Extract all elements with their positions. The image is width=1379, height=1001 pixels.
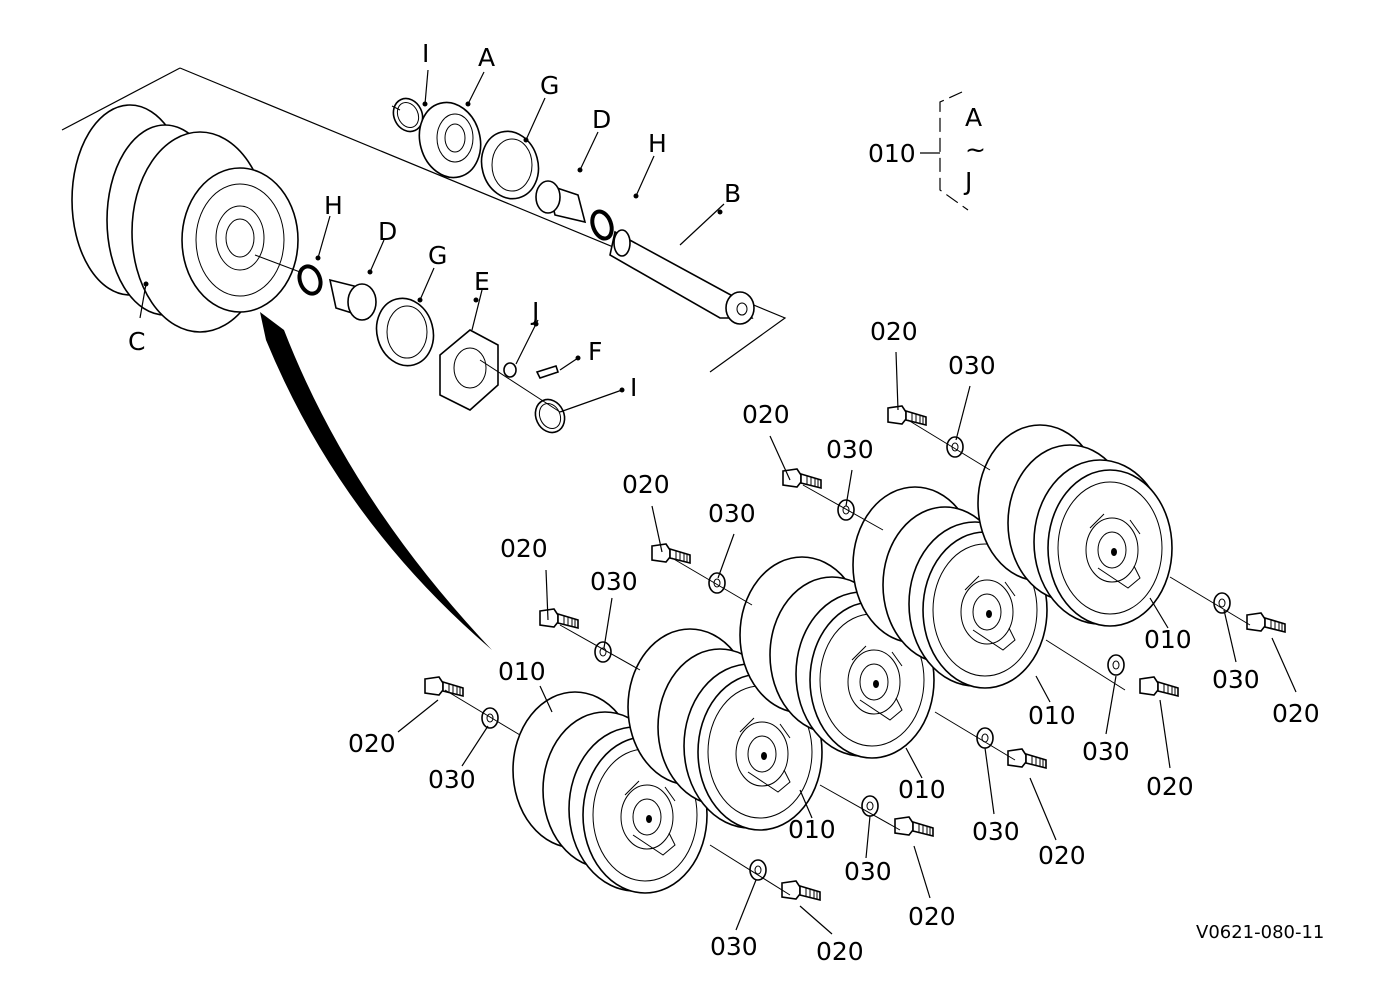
part-pin-f [535,365,560,379]
bolt-label-bottom: 020 [1146,772,1194,801]
roller-3 [651,543,1047,769]
bolt-label-bottom: 020 [1038,841,1086,870]
roller-4 [782,468,1179,697]
assembly-bracket [920,91,969,211]
roller-hub-c [71,104,299,333]
label-d-left: D [378,217,397,246]
roller-1 [424,676,821,901]
roller-1-labels: 010 020 030 030 020 [348,657,864,966]
label-b: B [724,179,741,208]
roller-5 [887,405,1286,633]
roller-label: 010 [898,775,946,804]
bolt-label-top: 020 [500,534,548,563]
washer-label-bottom: 030 [844,857,892,886]
roller-label: 010 [1028,701,1076,730]
roller-2 [539,608,934,837]
roller-3-labels: 010 020 030 030 020 [622,470,1086,870]
exploded-frame [61,67,787,373]
label-i-bottom: I [630,373,637,402]
label-i-top: I [422,39,429,68]
part-bearing-a [418,101,482,179]
part-oring-h-top [590,209,614,241]
washer-label-bottom: 030 [1082,737,1130,766]
label-j: J [530,297,539,326]
part-cover-e [439,329,499,411]
part-circlip-i-top [392,97,424,133]
label-d-top: D [592,105,611,134]
roller-4-labels: 010 020 030 030 020 [742,400,1194,801]
label-c: C [128,327,145,356]
assembly-range: 010 A ~ J [868,103,986,196]
part-bushing-d-left [328,278,377,321]
roller-2-labels: 010 020 030 030 020 [500,534,956,931]
washer-label-top: 030 [826,435,874,464]
label-f: F [588,337,602,366]
part-seal-g-left [375,297,435,367]
label-g-left: G [428,241,447,270]
part-oring-h-left [297,264,323,296]
washer-label-top: 030 [590,567,638,596]
washer-label-top: 030 [948,351,996,380]
bolt-label-top: 020 [742,400,790,429]
part-circlip-i-bottom [534,398,566,434]
label-h-top: H [648,129,667,158]
bolt-label-top: 020 [870,317,918,346]
label-h-left: H [324,191,343,220]
bolt-label-bottom: 020 [816,937,864,966]
label-e: E [474,267,490,296]
assembly-range-to: J [963,167,972,196]
bolt-label-bottom: 020 [1272,699,1320,728]
roller-5-labels: 010 020 030 030 020 [870,317,1320,728]
shaft-b [609,229,755,325]
exploded-text-labels: I A G D H B H D G E J F I C [128,39,741,402]
roller-label: 010 [1144,625,1192,654]
part-bushing-d-top [535,180,587,224]
exploded-leaders [139,69,725,413]
washer-label-top: 030 [428,765,476,794]
roller-label: 010 [788,815,836,844]
assembly-range-sep: ~ [965,135,986,164]
washer-label-bottom: 030 [710,932,758,961]
part-seal-g-top [480,130,540,200]
bolt-label-top: 020 [622,470,670,499]
roller-label: 010 [498,657,546,686]
assembly-range-from: A [965,103,982,132]
washer-label-bottom: 030 [1212,665,1260,694]
washer-label-top: 030 [708,499,756,528]
part-plug-j [503,362,517,378]
roller-leaders [397,351,1297,935]
assembly-arrow [260,312,492,650]
bolt-label-top: 020 [348,729,396,758]
label-a: A [478,43,495,72]
label-g-top: G [540,71,559,100]
bolt-label-bottom: 020 [908,902,956,931]
washer-label-bottom: 030 [972,817,1020,846]
drawing-code: V0621-080-11 [1196,922,1324,943]
assembly-code: 010 [868,139,916,168]
